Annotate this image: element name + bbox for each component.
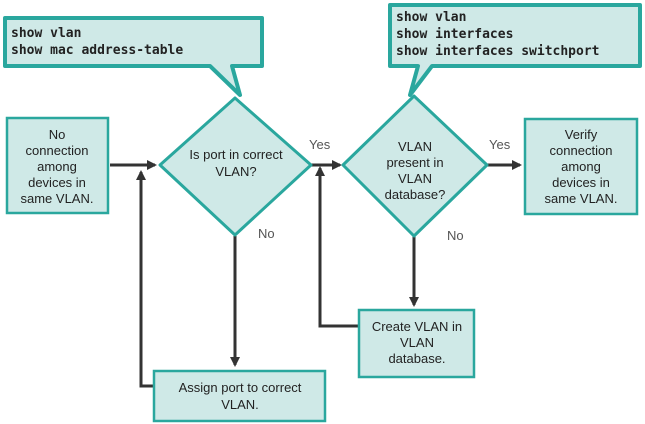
decision2-line-4: database? xyxy=(385,187,446,202)
node-end-line-3: among xyxy=(561,159,601,174)
node-end: Verify connection among devices in same … xyxy=(523,117,639,216)
callout-left-line-2: show mac address-table xyxy=(11,43,183,58)
node-start-line-2: connection xyxy=(26,143,89,158)
decision-vlan-present: VLAN present in VLAN database? xyxy=(341,94,489,238)
create-vlan-line-3: database. xyxy=(388,351,445,366)
node-start: No connection among devices in same VLAN… xyxy=(5,116,110,215)
node-start-line-3: among xyxy=(37,159,77,174)
decision2-line-1: VLAN xyxy=(398,139,432,154)
decision2-line-3: VLAN xyxy=(398,171,432,186)
assign-port-line-1: Assign port to correct xyxy=(179,380,302,395)
decision-port-vlan: Is port in correct VLAN? xyxy=(158,96,313,237)
create-vlan-line-2: VLAN xyxy=(400,335,434,350)
node-start-line-4: devices in xyxy=(28,175,86,190)
assign-port-line-2: VLAN. xyxy=(221,397,259,412)
decision1-line-1: Is port in correct xyxy=(189,147,283,162)
create-vlan-line-1: Create VLAN in xyxy=(372,319,462,334)
decision2-line-2: present in xyxy=(386,155,443,170)
label-decision1-no: No xyxy=(258,226,275,241)
node-start-line-5: same VLAN. xyxy=(21,191,94,206)
node-end-line-4: devices in xyxy=(552,175,610,190)
callout-right-line-2: show interfaces xyxy=(396,27,513,42)
node-end-line-2: connection xyxy=(550,143,613,158)
label-decision1-yes: Yes xyxy=(309,137,331,152)
callout-right-line-1: show vlan xyxy=(396,10,466,25)
arrow-assign-port-loop xyxy=(136,170,153,388)
callout-left: show vlan show mac address-table xyxy=(3,16,264,97)
callout-left-line-1: show vlan xyxy=(11,26,81,41)
callout-right-line-3: show interfaces switchport xyxy=(396,44,600,59)
arrow-create-vlan-loop xyxy=(315,166,358,328)
connectors xyxy=(110,160,522,388)
node-start-line-1: No xyxy=(49,127,66,142)
label-decision2-yes: Yes xyxy=(489,137,511,152)
label-decision2-no: No xyxy=(447,228,464,243)
node-end-line-5: same VLAN. xyxy=(545,191,618,206)
node-create-vlan: Create VLAN in VLAN database. xyxy=(357,308,476,379)
node-end-line-1: Verify xyxy=(565,127,598,142)
node-assign-port: Assign port to correct VLAN. xyxy=(152,369,327,423)
decision1-line-2: VLAN? xyxy=(215,164,256,179)
callout-right: show vlan show interfaces show interface… xyxy=(388,3,642,97)
